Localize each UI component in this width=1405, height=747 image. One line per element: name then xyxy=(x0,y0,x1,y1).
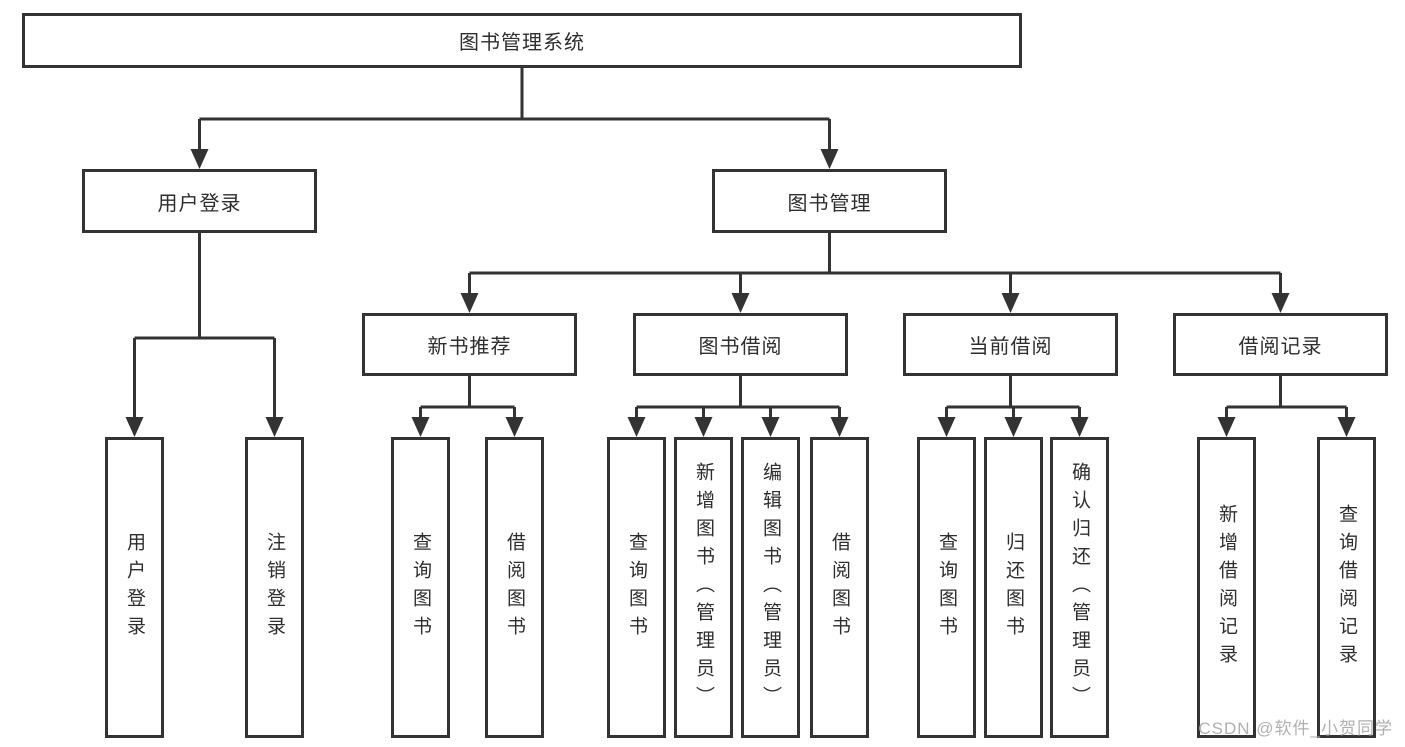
leaf-query-books-borrow-label: 查询图书 xyxy=(626,531,647,644)
node-borrow-records: 借阅记录 xyxy=(1173,313,1388,376)
node-user-login: 用户登录 xyxy=(82,169,317,233)
node-borrow-records-label: 借阅记录 xyxy=(1238,336,1323,358)
leaf-return-book: 归还图书 xyxy=(984,437,1043,738)
leaf-confirm-return-admin-label: 确认归还（管理员） xyxy=(1069,461,1090,714)
arrowhead xyxy=(1337,417,1356,437)
arrowhead xyxy=(694,417,713,437)
leaf-return-book-label: 归还图书 xyxy=(1003,531,1024,644)
node-root-label: 图书管理系统 xyxy=(459,32,585,54)
arrowhead xyxy=(125,417,144,437)
connector-new-book-to-leaves xyxy=(419,376,516,425)
arrowhead xyxy=(937,417,956,437)
leaf-borrow-books-borrow: 借阅图书 xyxy=(810,437,869,738)
arrowhead xyxy=(411,417,430,437)
arrowheads xyxy=(125,149,1356,437)
leaf-add-borrow-record-label: 新增借阅记录 xyxy=(1216,503,1237,672)
arrowhead xyxy=(761,417,780,437)
node-new-book-recommend: 新书推荐 xyxy=(362,313,577,376)
leaf-add-book-admin-label: 新增图书（管理员） xyxy=(693,461,714,714)
connector-book-mgmt-to-level3 xyxy=(468,233,1282,301)
connector-book-borrow-to-leaves xyxy=(635,376,841,425)
leaf-query-books-borrow: 查询图书 xyxy=(607,437,666,738)
leaf-query-books-recommend-label: 查询图书 xyxy=(410,531,431,644)
node-current-borrow-label: 当前借阅 xyxy=(968,336,1053,358)
leaf-logout-login-label: 注销登录 xyxy=(264,531,285,644)
arrowhead xyxy=(265,417,284,437)
leaf-query-books-recommend: 查询图书 xyxy=(391,437,450,738)
leaf-borrow-books-recommend: 借阅图书 xyxy=(485,437,544,738)
arrowhead xyxy=(1271,293,1290,313)
node-book-management: 图书管理 xyxy=(712,169,947,233)
arrowhead xyxy=(1217,417,1236,437)
leaf-logout-login: 注销登录 xyxy=(245,437,304,738)
leaf-query-books-current-label: 查询图书 xyxy=(936,531,957,644)
arrowhead xyxy=(1001,293,1020,313)
connector-current-borrow-to-leaves xyxy=(945,376,1081,425)
leaf-user-login-label: 用户登录 xyxy=(124,531,145,644)
leaf-confirm-return-admin: 确认归还（管理员） xyxy=(1050,437,1109,738)
leaf-query-books-current: 查询图书 xyxy=(917,437,976,738)
arrowhead xyxy=(505,417,524,437)
leaf-query-borrow-record-label: 查询借阅记录 xyxy=(1336,503,1357,672)
node-book-borrow: 图书借阅 xyxy=(633,313,848,376)
node-book-management-label: 图书管理 xyxy=(787,192,872,215)
watermark: CSDN @软件_小贺同学 xyxy=(1198,719,1393,738)
leaf-borrow-books-borrow-label: 借阅图书 xyxy=(829,531,850,644)
leaf-add-borrow-record: 新增借阅记录 xyxy=(1197,437,1256,738)
connector-borrow-records-to-leaves xyxy=(1225,376,1348,425)
leaf-edit-book-admin-label: 编辑图书（管理员） xyxy=(760,461,781,714)
leaf-edit-book-admin: 编辑图书（管理员） xyxy=(741,437,800,738)
leaf-add-book-admin: 新增图书（管理员） xyxy=(674,437,733,738)
node-user-login-label: 用户登录 xyxy=(157,192,242,215)
leaf-query-borrow-record: 查询借阅记录 xyxy=(1317,437,1376,738)
arrowhead xyxy=(627,417,646,437)
arrowhead xyxy=(190,149,209,169)
node-current-borrow: 当前借阅 xyxy=(903,313,1118,376)
arrowhead xyxy=(731,293,750,313)
connector-user-login-to-leaves xyxy=(133,233,276,425)
node-book-borrow-label: 图书借阅 xyxy=(698,336,783,358)
connector-root-to-level2 xyxy=(198,68,831,157)
leaf-user-login: 用户登录 xyxy=(105,437,164,738)
arrowhead xyxy=(1070,417,1089,437)
arrowhead xyxy=(830,417,849,437)
arrowhead xyxy=(460,293,479,313)
arrowhead xyxy=(820,149,839,169)
node-new-book-recommend-label: 新书推荐 xyxy=(427,336,512,358)
node-root: 图书管理系统 xyxy=(22,13,1022,68)
arrowhead xyxy=(1004,417,1023,437)
leaf-borrow-books-recommend-label: 借阅图书 xyxy=(504,531,525,644)
